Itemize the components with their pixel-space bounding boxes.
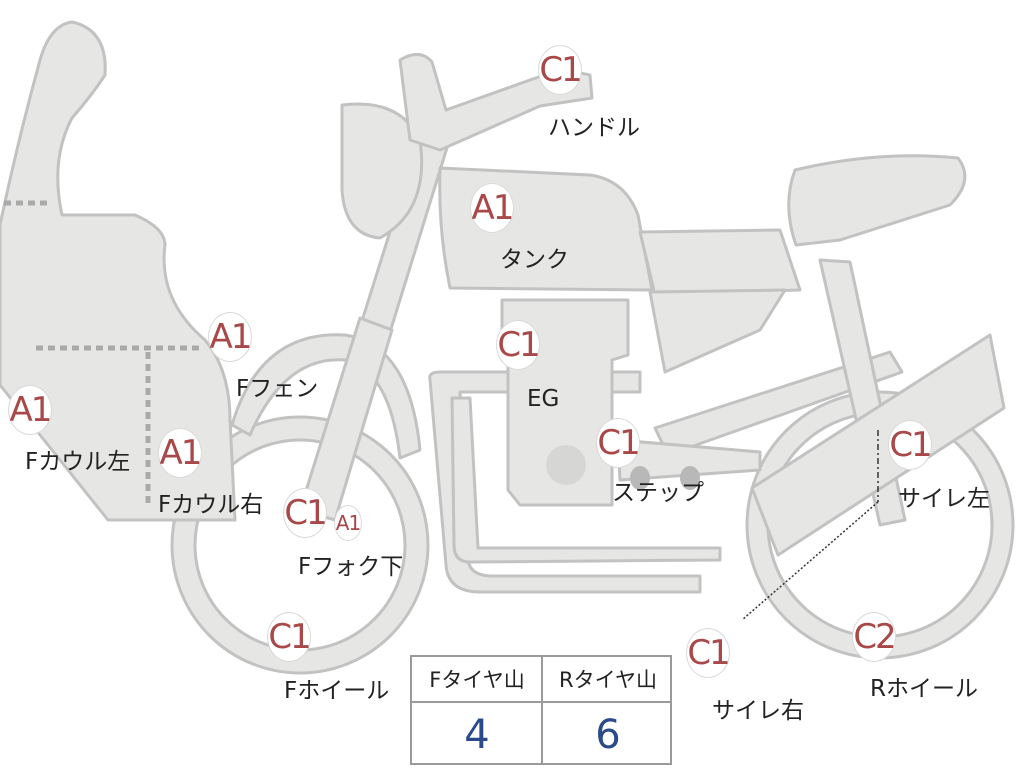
front-tire-value: 4 [464,712,490,758]
engine-label: EG [527,386,560,412]
front-cowl-left-code-badge: A1 [8,385,52,435]
front-wheel-label: Fホイール [284,678,390,704]
handle-code-badge: C1 [538,45,583,95]
engine-code-badge: C1 [496,320,541,370]
step-label: ステップ [612,480,704,506]
silencer-left-code-badge: C1 [888,420,933,470]
rear-tire-value: 6 [595,712,621,758]
front-tire-header: Fタイヤ山 [429,668,525,692]
front-fork-lower-code-badge: C1 [283,488,328,538]
tire-tread-table: Fタイヤ山 Rタイヤ山 4 6 [410,655,672,765]
front-fork-lower-extra-code-badge: A1 [334,505,362,541]
front-fork-lower-label: Fフォク下 [298,554,404,580]
silencer-left-label: サイレ左 [898,486,990,512]
silencer-right-label: サイレ右 [712,698,804,724]
front-wheel-code-badge: C1 [267,612,312,662]
tank-label: タンク [500,247,569,273]
frame-shape [428,370,702,594]
rear-wheel-code-badge: C2 [852,612,897,662]
seat-rear-shape [787,154,967,247]
front-cowl-right-code-badge: A1 [158,428,202,478]
rear-wheel-label: Rホイール [870,676,978,702]
table-divider [541,657,543,763]
silencer-right-code-badge: C1 [686,628,731,678]
step-code-badge: C1 [596,418,641,468]
handle-label: ハンドル [548,115,640,141]
tank-code-badge: A1 [470,183,514,233]
front-fender-code-badge: A1 [208,312,252,362]
front-cowl-right-label: Fカウル右 [158,492,264,518]
front-cowl-shape [0,20,237,522]
headlight-shape [340,102,424,240]
seat-front-shape [638,228,802,297]
rear-tire-header: Rタイヤ山 [559,668,657,692]
front-fender-label: Fフェン [236,376,319,402]
front-cowl-left-label: Fカウル左 [25,449,131,475]
